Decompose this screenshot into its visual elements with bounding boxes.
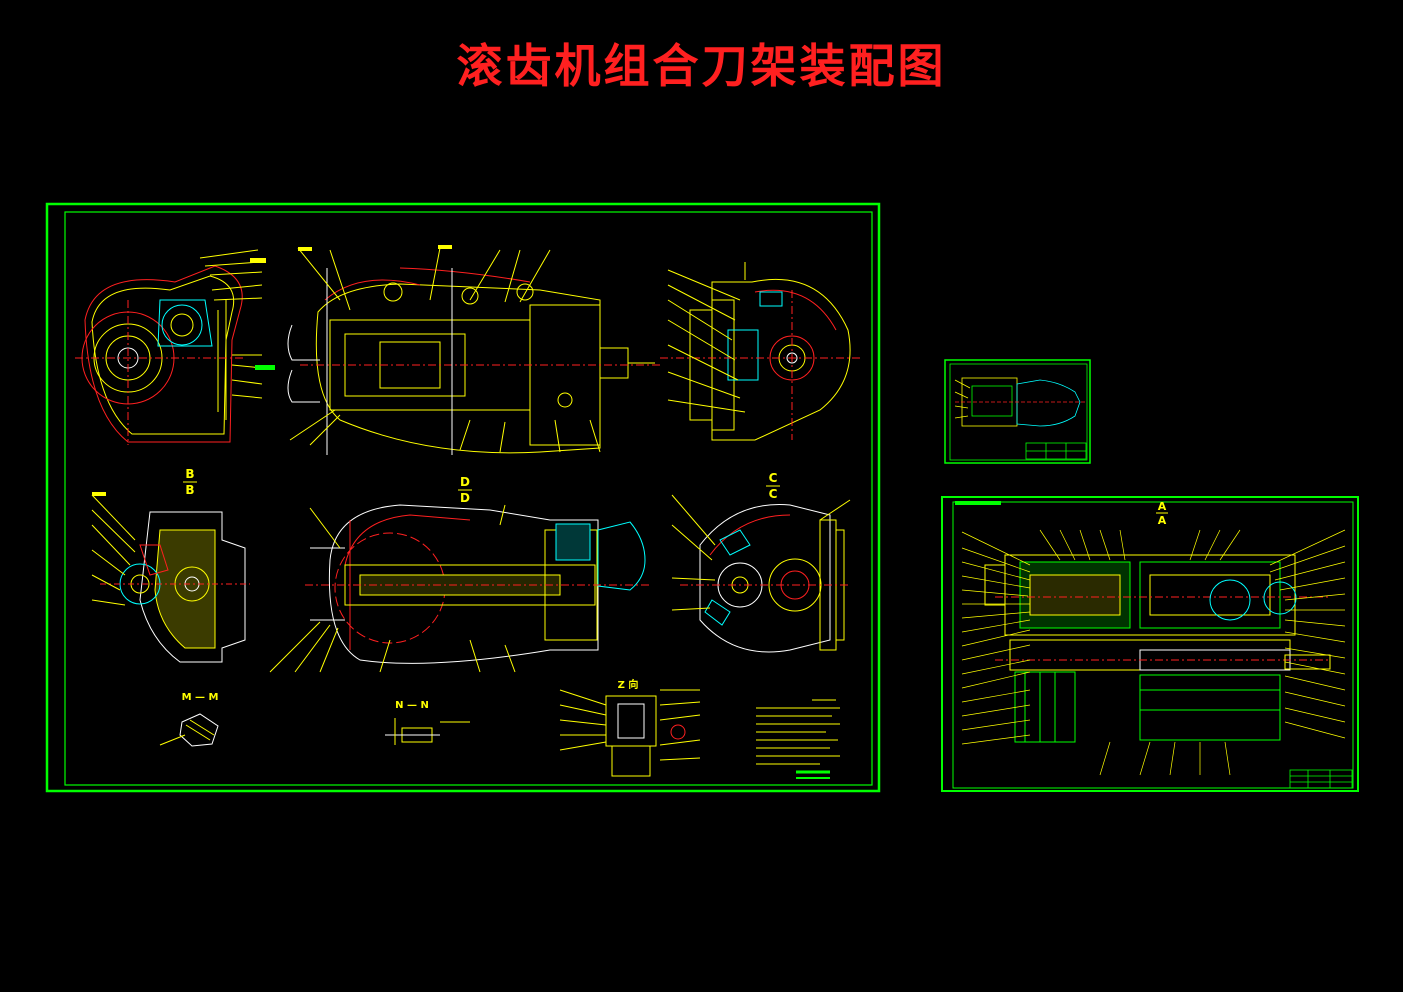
sectional-view [287,245,660,455]
right-drawing-sheet[interactable]: A A [941,496,1359,792]
detail-view-z: Z 向 [559,678,701,777]
detail-view-m: M — M [159,692,219,747]
view-n-label: N — N [395,700,429,711]
section-d-label-top: D [460,475,470,489]
front-view [75,249,275,445]
section-c-label-bottom: C [769,487,778,501]
drawing-title: 滚齿机组合刀架装配图 [456,39,947,93]
main-sheet-outer-border [45,202,881,793]
small-sheet-inner-border [949,363,1088,461]
side-view [660,262,860,441]
section-a-label-bottom: A [1158,514,1167,527]
right-sheet-outer-border [941,496,1359,792]
small-drawing-sheet[interactable] [944,359,1091,464]
right-sheet-inner-border [952,501,1354,789]
assembly-section-a [984,554,1331,743]
view-z-label: Z 向 [618,678,639,691]
section-c-view: C C [671,471,851,653]
detail-view-n: N — N [385,700,470,745]
section-a-label-top: A [1158,500,1167,513]
main-drawing-sheet[interactable]: B B D D [45,202,881,793]
section-b-label-bottom: B [185,483,194,497]
section-c-label-top: C [769,471,778,485]
small-sheet-outer-border [944,359,1091,464]
section-d-label-bottom: D [460,491,470,505]
view-m-label: M — M [182,692,219,703]
technical-notes-block [756,699,840,779]
section-d-view: D D [269,475,650,673]
right-sheet-title-block [1289,769,1353,789]
section-b-view: B B [91,467,250,663]
main-sheet-inner-border [64,211,873,786]
leader-lines [961,529,1346,776]
section-b-label-top: B [185,467,194,481]
